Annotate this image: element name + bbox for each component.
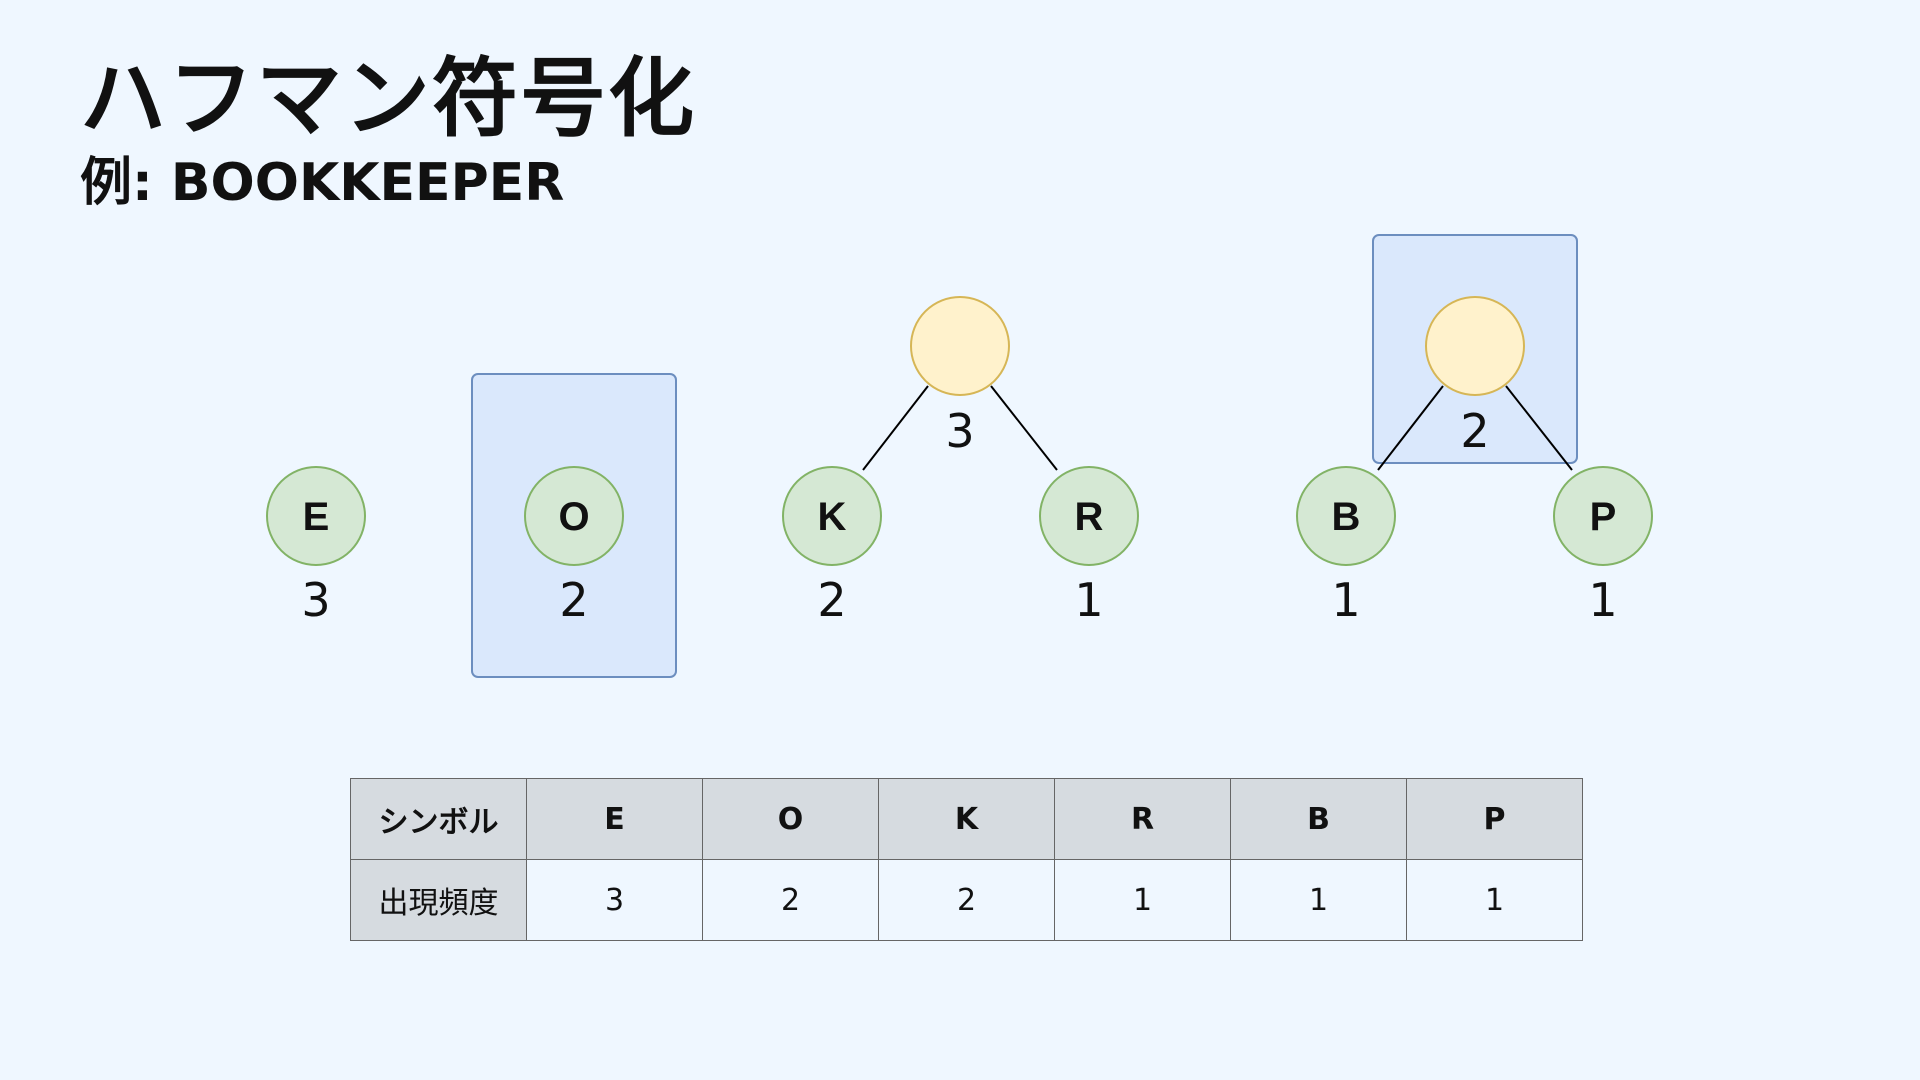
leaf-node-k <box>782 466 882 566</box>
table-symbol-cell: R <box>1054 778 1231 860</box>
internal-node-bp-weight: 2 <box>1460 404 1489 458</box>
table-symbol-cell: E <box>526 778 703 860</box>
leaf-node-o <box>524 466 624 566</box>
edge-kr-to-k <box>862 385 929 471</box>
leaf-node-o-weight: 2 <box>559 573 588 627</box>
table-frequency-cell: 2 <box>878 859 1055 941</box>
internal-node-bp <box>1425 296 1525 396</box>
edge-bp-to-p <box>1505 385 1573 471</box>
leaf-node-o-symbol: O <box>558 495 589 539</box>
leaf-node-p <box>1553 466 1653 566</box>
page-subtitle: 例: BOOKKEEPER <box>80 153 565 213</box>
leaf-node-r-weight: 1 <box>1074 573 1103 627</box>
leaf-node-k-symbol: K <box>818 495 847 539</box>
leaf-node-e <box>266 466 366 566</box>
table-row-label: 出現頻度 <box>350 859 527 941</box>
page-title: ハフマン符号化 <box>80 49 696 149</box>
internal-node-kr-weight: 3 <box>945 404 974 458</box>
table-frequency-cell: 1 <box>1230 859 1407 941</box>
edge-kr-to-r <box>990 385 1058 471</box>
leaf-node-k-weight: 2 <box>817 573 846 627</box>
table-row: 出現頻度 3 2 2 1 1 1 <box>350 859 1583 941</box>
table-symbol-cell: P <box>1406 778 1583 860</box>
leaf-node-p-symbol: P <box>1590 495 1617 539</box>
leaf-node-e-weight: 3 <box>301 573 330 627</box>
table-header-label: シンボル <box>350 778 527 860</box>
table-frequency-cell: 2 <box>702 859 879 941</box>
internal-node-kr <box>910 296 1010 396</box>
leaf-node-b-weight: 1 <box>1331 573 1360 627</box>
leaf-node-p-weight: 1 <box>1588 573 1617 627</box>
frequency-table: シンボル E O K R B P 出現頻度 3 2 2 1 1 1 <box>350 778 1583 941</box>
leaf-node-r <box>1039 466 1139 566</box>
leaf-node-e-symbol: E <box>303 495 330 539</box>
huffman-tree-diagram: 3 2 E 3 O 2 K 2 R 1 B 1 P 1 <box>266 234 1653 678</box>
table-frequency-cell: 1 <box>1406 859 1583 941</box>
edge-bp-to-b <box>1377 385 1444 471</box>
leaf-node-b <box>1296 466 1396 566</box>
table-frequency-cell: 3 <box>526 859 703 941</box>
leaf-node-r-symbol: R <box>1075 495 1104 539</box>
leaf-node-b-symbol: B <box>1332 495 1361 539</box>
table-symbol-cell: K <box>878 778 1055 860</box>
table-header-row: シンボル E O K R B P <box>350 778 1583 860</box>
table-frequency-cell: 1 <box>1054 859 1231 941</box>
table-symbol-cell: B <box>1230 778 1407 860</box>
table-symbol-cell: O <box>702 778 879 860</box>
